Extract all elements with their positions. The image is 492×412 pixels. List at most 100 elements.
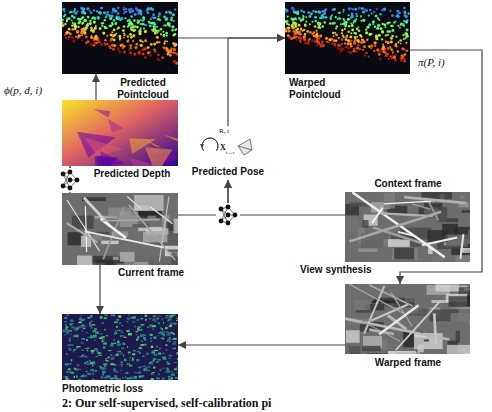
cloud-point [363,41,365,43]
loss-speck [141,334,143,336]
loss-speck [81,319,84,321]
cloud-point [296,11,298,13]
cloud-point [292,26,295,29]
loss-speck [134,326,136,328]
cloud-point [144,30,147,33]
loss-speck [65,363,68,365]
loss-speck [170,323,173,325]
network-icon-ground [216,203,240,227]
cloud-point [360,20,362,22]
label-holder: t→c [226,149,235,156]
loss-speck [123,355,124,357]
network-unit [61,184,66,189]
cloud-point [378,24,381,27]
loss-speck [86,332,88,333]
cloud-point [78,34,81,37]
loss-speck [171,377,173,379]
cloud-point [336,25,338,27]
cloud-point [356,36,358,38]
cloud-point [62,19,64,21]
frame-shape [437,354,443,355]
loss-speck [80,315,82,316]
loss-speck [162,318,163,320]
loss-speck [153,316,157,317]
cloud-point [143,27,145,29]
cloud-point [309,31,312,34]
cloud-point [348,14,350,16]
loss-speck [110,363,114,365]
loss-speck [70,320,73,322]
frame-line [85,206,86,252]
loss-speck [69,371,73,373]
cloud-point [391,55,393,57]
loss-speck [162,368,165,369]
cloud-point [305,21,307,23]
loss-speck [150,334,153,336]
frame-line [102,220,160,221]
cloud-point [120,17,123,20]
depth-region [108,119,124,132]
cloud-point [141,23,144,26]
loss-speck [168,338,171,340]
loss-speck [70,333,72,334]
label-holder: ϕ(p, d, i) [4,84,42,97]
loss-speck [139,376,142,378]
loss-speck [141,340,142,342]
cloud-point [162,31,164,33]
cloud-point [399,39,402,42]
loss-speck [94,328,95,330]
cloud-point [108,45,111,48]
cloud-point [150,18,152,20]
frame-shape [134,195,163,211]
cloud-point [358,29,361,32]
cloud-point [368,33,371,36]
label-holder: R, t [219,127,229,136]
loss-speck [127,363,130,364]
cloud-point [307,41,310,44]
cloud-point [123,25,126,28]
loss-speck [168,378,171,380]
cloud-point [370,44,373,47]
cloud-point [86,7,89,10]
frame-shape [418,344,424,352]
cloud-point [364,9,367,12]
loss-speck [158,335,159,337]
depth-region [94,156,117,166]
cloud-point [347,18,350,21]
flow-arrow [228,180,345,215]
loss-speck [88,373,89,374]
loss-speck [77,346,81,347]
cloud-point [317,23,320,26]
cloud-point [390,41,393,44]
loss-speck [173,338,176,340]
loss-speck [102,338,105,340]
loss-speck [177,366,178,368]
gray-picture [345,284,470,354]
loss-speck [123,335,124,337]
cloud-point [401,55,403,57]
cloud-point [64,23,66,25]
loss-speck [79,356,83,357]
loss-speck [111,315,114,316]
rotation-arrowhead [200,144,204,148]
cloud-point [117,16,119,18]
cloud-point [104,39,107,42]
loss-speck [137,336,139,338]
cloud-point [134,53,136,55]
cloud-point [113,39,116,42]
cloud-point [369,9,371,11]
loss-speck [76,375,78,377]
cloud-point [362,49,364,51]
cloud-point [142,41,144,43]
frame-shape [346,253,356,262]
panel-label: Current frame [118,267,192,279]
cloud-ground [62,2,178,74]
loss-speck [115,375,117,377]
cloud-point [128,19,131,22]
cloud-point [99,11,102,14]
cloud-point [174,29,176,31]
loss-speck [98,354,102,355]
loss-speck [116,326,118,328]
loss-speck [131,377,133,379]
loss-speck [75,335,76,336]
